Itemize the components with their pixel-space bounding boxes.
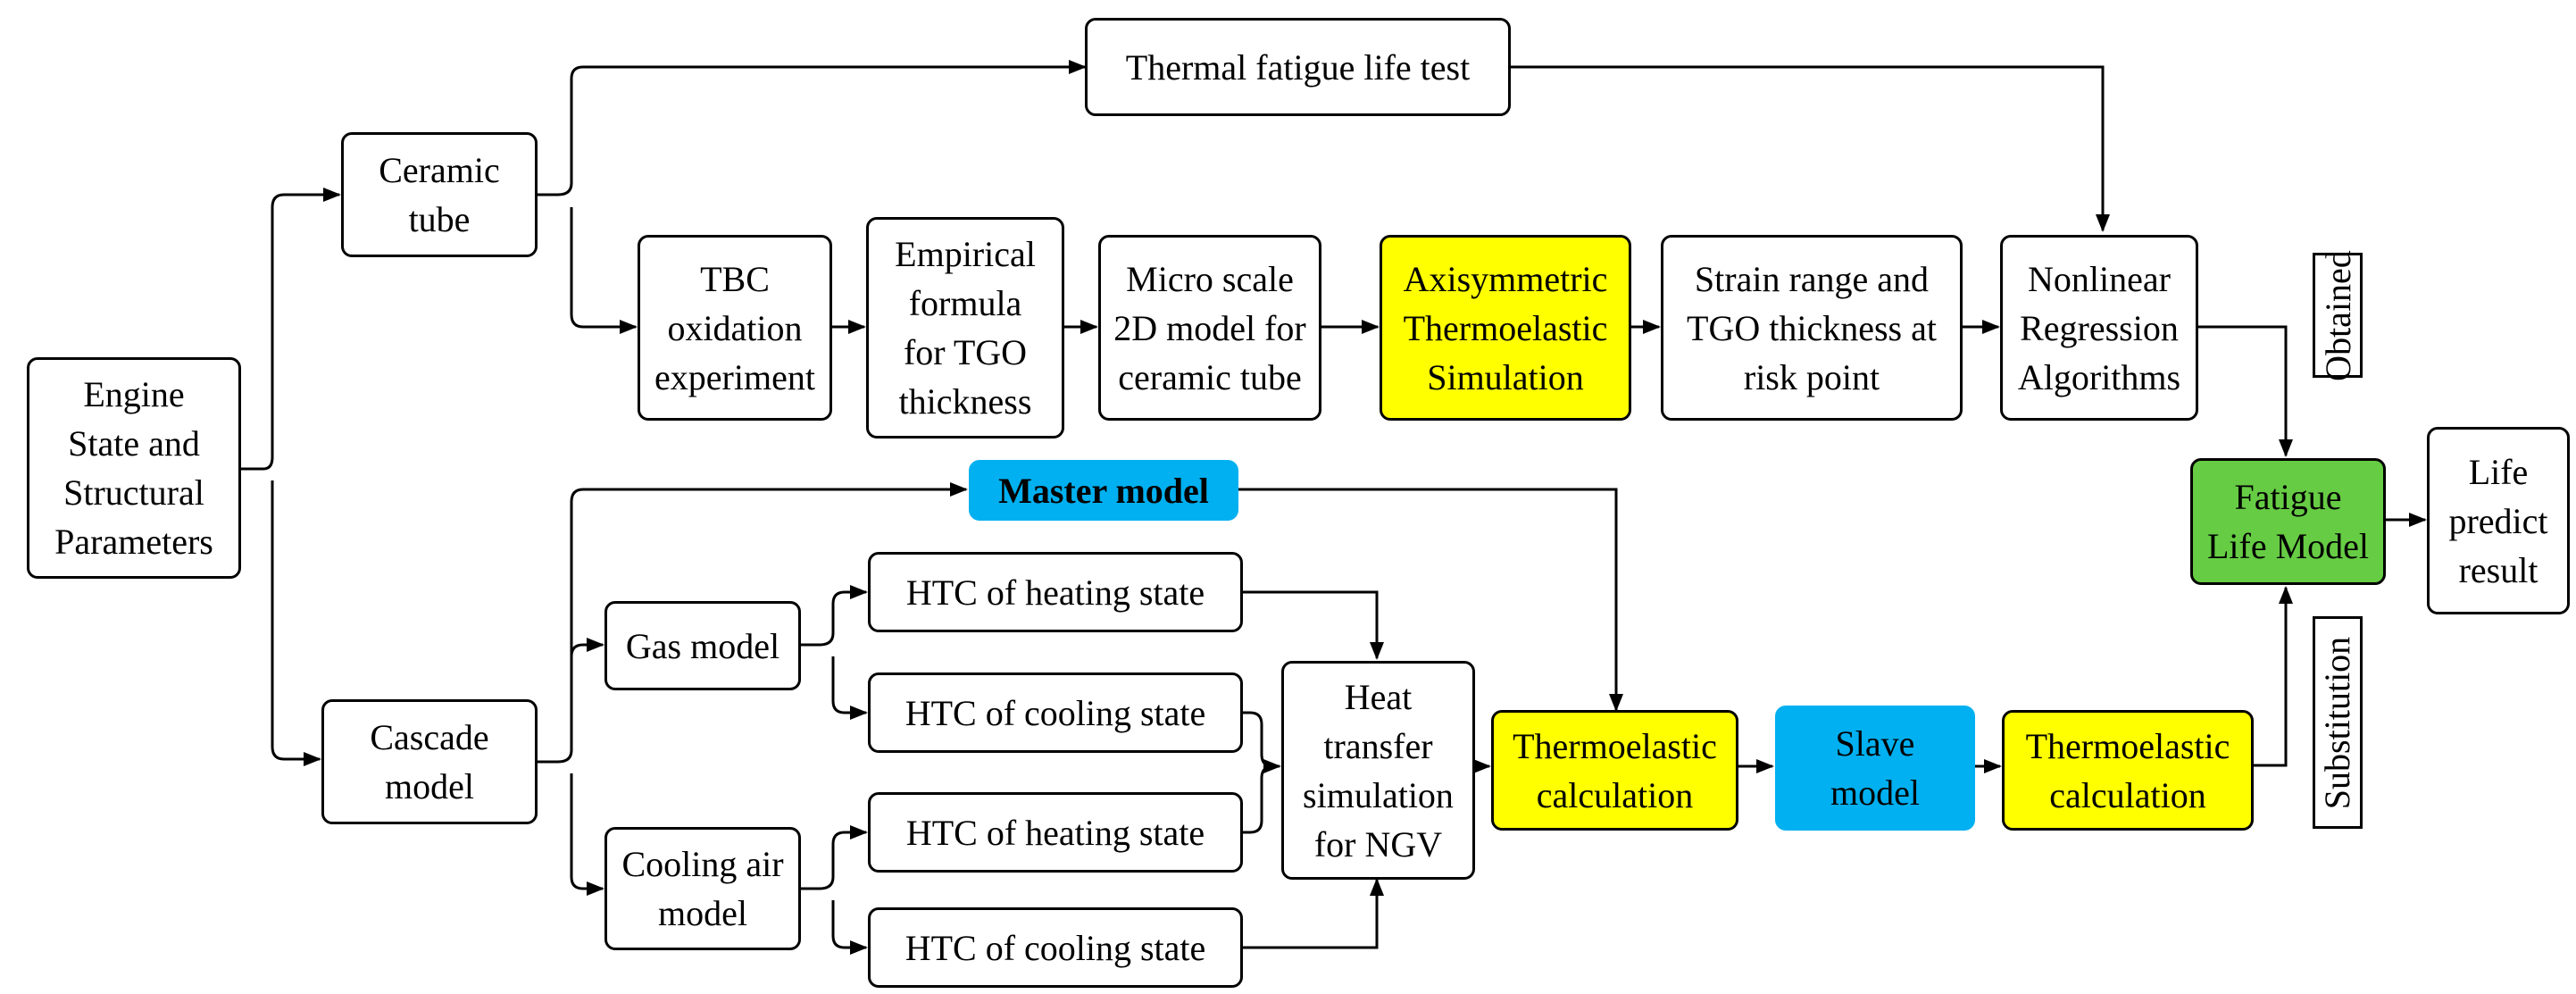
edge-thermo2-fatigue-model — [2252, 586, 2293, 767]
edge-cascade-cooling-air — [570, 773, 604, 896]
life-predict-result-box: Life predict result — [2427, 427, 2570, 614]
edge-nonlinear-fatigue-model — [2197, 325, 2293, 457]
substitution-text: Substitution — [2317, 636, 2358, 809]
nonlinear-regression-box: Nonlinear Regression Algorithms — [2000, 235, 2198, 421]
heat-transfer-simulation-box: Heat transfer simulation for NGV — [1281, 661, 1475, 880]
master-model-box: Master model — [969, 460, 1238, 521]
edge-htc1-heat — [1241, 590, 1384, 660]
micro-scale-model-box: Micro scale 2D model for ceramic tube — [1098, 235, 1321, 421]
thermoelastic-calc-1-box: Thermoelastic calculation — [1491, 710, 1738, 831]
cascade-model-box: Cascade model — [321, 699, 538, 824]
edge-ceramic-tbc — [570, 207, 638, 334]
htc-gas-heating-box: HTC of heating state — [868, 552, 1243, 632]
empirical-formula-box: Empirical formula for TGO thickness — [866, 217, 1064, 439]
gas-model-box: Gas model — [604, 601, 801, 690]
edge-air-cooling — [831, 900, 868, 955]
edge-ceramic-fatigue-test — [536, 60, 1087, 196]
fatigue-life-model-box: Fatigue Life Model — [2190, 458, 2386, 585]
edge-air-branch — [799, 825, 868, 890]
edge-htc2-heat — [1241, 711, 1281, 773]
edge-gas-branch — [799, 585, 868, 647]
edge-engine-branch — [239, 188, 341, 471]
strain-range-box: Strain range and TGO thickness at risk p… — [1661, 235, 1963, 421]
edge-engine-cascade — [271, 480, 321, 766]
edge-htc3-heat — [1241, 764, 1274, 834]
axisymmetric-simulation-box: Axisymmetric Thermoelastic Simulation — [1380, 235, 1631, 421]
htc-gas-cooling-box: HTC of cooling state — [868, 672, 1243, 753]
edge-gas-cooling — [831, 656, 868, 720]
edge-fatigue-test-nonlinear — [1509, 65, 2110, 232]
thermoelastic-calc-2-box: Thermoelastic calculation — [2002, 710, 2254, 831]
thermal-fatigue-test-box: Thermal fatigue life test — [1085, 18, 1511, 116]
edge-cascade-branch — [536, 482, 968, 764]
obtained-text: Obtained — [2317, 249, 2358, 381]
htc-air-heating-box: HTC of heating state — [868, 792, 1243, 873]
slave-model-box: Slave model — [1775, 706, 1975, 831]
engine-state-box: Engine State and Structural Parameters — [27, 357, 241, 579]
edge-htc4-heat — [1241, 878, 1384, 949]
cooling-air-model-box: Cooling air model — [604, 827, 801, 950]
tbc-oxidation-box: TBC oxidation experiment — [638, 235, 832, 421]
htc-air-cooling-box: HTC of cooling state — [868, 907, 1243, 988]
ceramic-tube-box: Ceramic tube — [341, 132, 538, 257]
obtained-label: Obtained — [2313, 249, 2363, 381]
edge-cascade-gas — [570, 638, 604, 706]
edge-master-thermo1 — [1237, 488, 1623, 712]
substitution-label: Substitution — [2313, 616, 2363, 829]
